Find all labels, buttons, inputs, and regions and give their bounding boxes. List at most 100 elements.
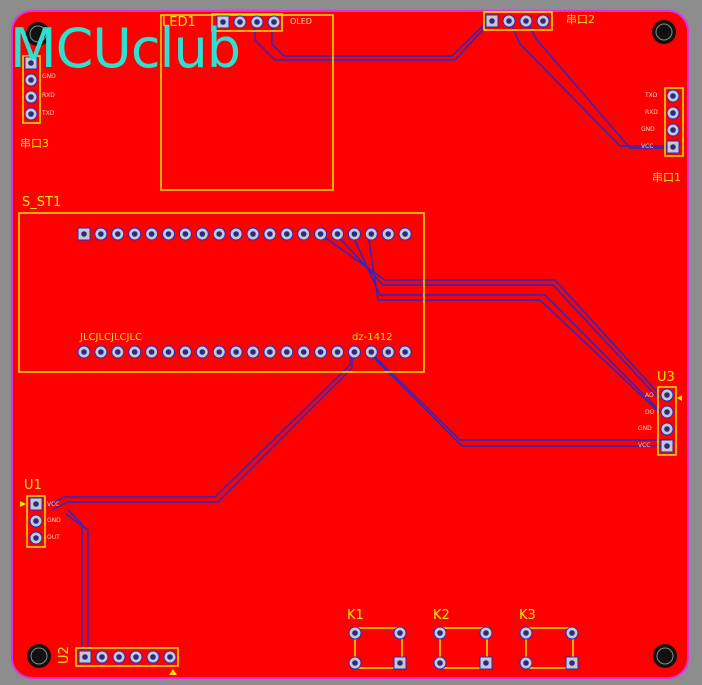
uart1-pad: [666, 89, 680, 103]
switch-pad: [565, 626, 579, 640]
s-st1-outline: [18, 212, 425, 373]
s-st1-top-pad: [94, 227, 108, 241]
u2-pad: [112, 650, 126, 664]
u1-pin-label: GND: [47, 517, 61, 524]
board-outline: [11, 10, 689, 679]
mounting-holes: [26, 20, 677, 668]
uart3-outline: [22, 55, 41, 124]
switch-pad: [348, 626, 362, 640]
uart3-pin-label: TXD: [42, 110, 55, 117]
uart1-pin-label: GND: [641, 126, 655, 133]
led1-label: LED1: [162, 15, 196, 30]
u3-pad: [660, 439, 674, 453]
u2-pad: [129, 650, 143, 664]
u3-pad: [660, 422, 674, 436]
pin1-markers: [20, 395, 682, 675]
u3-pin-label: VCC: [638, 442, 651, 449]
s-st1-top-pad: [195, 227, 209, 241]
u2-pad: [146, 650, 160, 664]
s-st1-bottom-pad: [77, 345, 91, 359]
switch-pad: [393, 656, 407, 670]
s-st1-bottom-pad: [280, 345, 294, 359]
brand-logo: MCUclub: [10, 17, 241, 80]
s-st1-top-pad: [297, 227, 311, 241]
uart1-pad: [666, 123, 680, 137]
uart1-pad: [666, 140, 680, 154]
uart1-pin-label: RXD: [645, 109, 658, 116]
s-st1-top-pad: [263, 227, 277, 241]
switch-outlines: [354, 627, 574, 669]
s-st1-bottom-pad: [297, 345, 311, 359]
s-st1-top-pad: [381, 227, 395, 241]
s-st1-bottom-pad: [128, 345, 142, 359]
u3-pad: [660, 405, 674, 419]
uart3-pad: [24, 107, 38, 121]
s-st1-top-pad: [111, 227, 125, 241]
uart2-pad: [519, 14, 533, 28]
u1-pin-label: OUT: [47, 534, 60, 541]
dz-marking: dz-1412: [352, 332, 393, 343]
s-st1-top-pad: [398, 227, 412, 241]
s-st1-top-pad: [77, 227, 91, 241]
u3-pad: [660, 388, 674, 402]
oled-pad: [250, 15, 264, 29]
oled-pad: [216, 15, 230, 29]
uart2-pad: [485, 14, 499, 28]
traces: [49, 21, 672, 650]
u1-label: U1: [24, 478, 42, 493]
uart3-pad: [24, 73, 38, 87]
u1-pad: [29, 514, 43, 528]
u3-outline: [657, 386, 677, 456]
u2-pad: [163, 650, 177, 664]
uart1-pin-label: TXD: [645, 92, 658, 99]
uart2-pad: [502, 14, 516, 28]
s-st1-bottom-pad: [398, 345, 412, 359]
switch-pad: [348, 656, 362, 670]
u2-pad: [78, 650, 92, 664]
s-st1-bottom-pad: [145, 345, 159, 359]
u1-outline: [26, 495, 46, 548]
switch-pad: [393, 626, 407, 640]
s-st1-top-pad: [178, 227, 192, 241]
s-st1-top-pad: [128, 227, 142, 241]
s-st1-top-pad: [331, 227, 344, 241]
switch-pad: [433, 656, 447, 670]
u1-pin-label: VCC: [47, 501, 60, 508]
k1-label: K1: [347, 608, 364, 623]
k3-label: K3: [519, 608, 536, 623]
uart1-pad: [666, 106, 680, 120]
jlc-marking: JLCJLCJLCJLC: [80, 332, 143, 343]
s-st1-top-pad: [229, 227, 243, 241]
oled-pad: [267, 15, 281, 29]
oled-header-outline: [211, 13, 283, 32]
oled-label: OLED: [290, 17, 312, 26]
uart2-label: 串口2: [566, 13, 595, 26]
s-st1-top-pad: [246, 227, 260, 241]
uart3-pin-label: GND: [42, 73, 56, 80]
uart3-pin-label: RXD: [42, 92, 55, 99]
s-st1-bottom-pad: [246, 345, 260, 359]
u3-pin-label: GND: [638, 425, 652, 432]
switch-pad: [565, 656, 579, 670]
uart3-pad: [24, 90, 38, 104]
s-st1-bottom-pad: [331, 345, 344, 359]
u3-pin-label: DO: [645, 409, 655, 416]
switch-pad: [479, 626, 493, 640]
s-st1-top-pad: [212, 227, 226, 241]
oled-pad: [233, 15, 247, 29]
s-st1-bottom-pad: [347, 345, 361, 359]
s-st1-top-pad: [364, 227, 378, 241]
u3-label: U3: [657, 370, 675, 385]
u1-pad: [29, 497, 43, 511]
s-st1-bottom-pad: [111, 345, 125, 359]
switch-pad: [519, 656, 533, 670]
s-st1-top-pad: [162, 227, 175, 241]
uart1-outline: [664, 87, 684, 157]
s-st1-bottom-pad: [162, 345, 175, 359]
s-st1-top-pad: [145, 227, 159, 241]
uart2-outline: [483, 11, 553, 31]
uart1-label: 串口1: [652, 171, 681, 184]
s-st1-bottom-pad: [195, 345, 209, 359]
